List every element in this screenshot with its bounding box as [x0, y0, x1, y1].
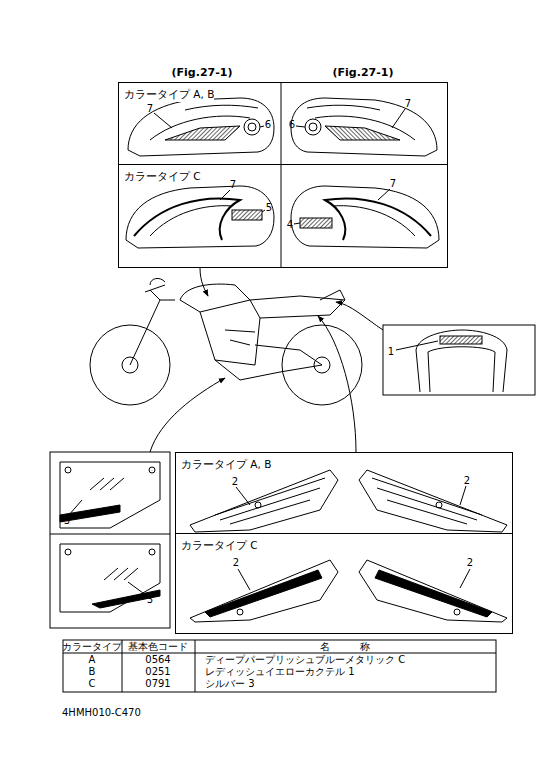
- motorcycle-outline: [90, 278, 362, 405]
- table-header: 基本色コード: [128, 642, 188, 652]
- rear-cowl: [396, 330, 507, 392]
- callout-number: 1: [388, 347, 394, 357]
- tail-cover: [359, 470, 507, 532]
- callout-number: 3: [147, 595, 153, 605]
- panel-heading: カラータイプ C: [176, 536, 258, 553]
- fuel-tank: [126, 186, 274, 248]
- color-type-panel: カラータイプ A, B: [175, 452, 513, 534]
- callout-number: 5: [266, 203, 272, 213]
- callout-number: 7: [405, 99, 411, 109]
- table-cell: シルバー 3: [205, 679, 255, 689]
- callout-number: 6: [265, 120, 271, 130]
- side-cover: [60, 462, 160, 528]
- callout-number: 2: [232, 477, 238, 487]
- figure-reference: (Fig.27-1): [172, 67, 233, 78]
- table-cell: A: [89, 655, 96, 665]
- tail-cover: [190, 560, 338, 622]
- color-type-panel: カラータイプ A, B: [118, 82, 448, 165]
- fuel-tank: [291, 98, 437, 156]
- callout-number: 7: [390, 179, 396, 189]
- color-table: [63, 640, 496, 692]
- side-cover: [60, 544, 160, 612]
- tail-cover: [190, 470, 338, 532]
- callout-number: 2: [467, 558, 473, 568]
- callout-number: 7: [230, 180, 236, 190]
- panel-heading: カラータイプ A, B: [176, 455, 271, 472]
- table-cell: レディッシュイエローカクテル 1: [205, 667, 355, 677]
- figure-reference: (Fig.27-1): [333, 67, 394, 78]
- panel-heading: カラータイプ A, B: [119, 85, 214, 102]
- table-cell: 0251: [145, 667, 170, 677]
- drawing-number: 4HMH010-C470: [62, 708, 141, 718]
- panel-heading: カラータイプ C: [119, 167, 201, 184]
- callout-number: 3: [64, 516, 70, 526]
- fuel-tank: [128, 98, 274, 156]
- table-cell: C: [89, 679, 96, 689]
- callout-number: 4: [287, 220, 293, 230]
- table-cell: B: [89, 667, 96, 677]
- color-type-panel: カラータイプ C: [118, 164, 448, 268]
- callout-number: 7: [147, 104, 153, 114]
- fuel-tank: [291, 186, 439, 248]
- callout-number: 6: [289, 120, 295, 130]
- color-type-panel: カラータイプ C: [175, 533, 513, 634]
- table-cell: 0564: [145, 655, 170, 665]
- callout-number: 2: [464, 476, 470, 486]
- table-header: カラータイプ: [62, 642, 122, 652]
- table-cell: ディープパープリッシュブルーメタリック C: [205, 655, 405, 665]
- callout-number: 2: [233, 558, 239, 568]
- tail-cover: [359, 560, 507, 622]
- table-cell: 0791: [145, 679, 170, 689]
- table-header: 名 称: [320, 642, 370, 652]
